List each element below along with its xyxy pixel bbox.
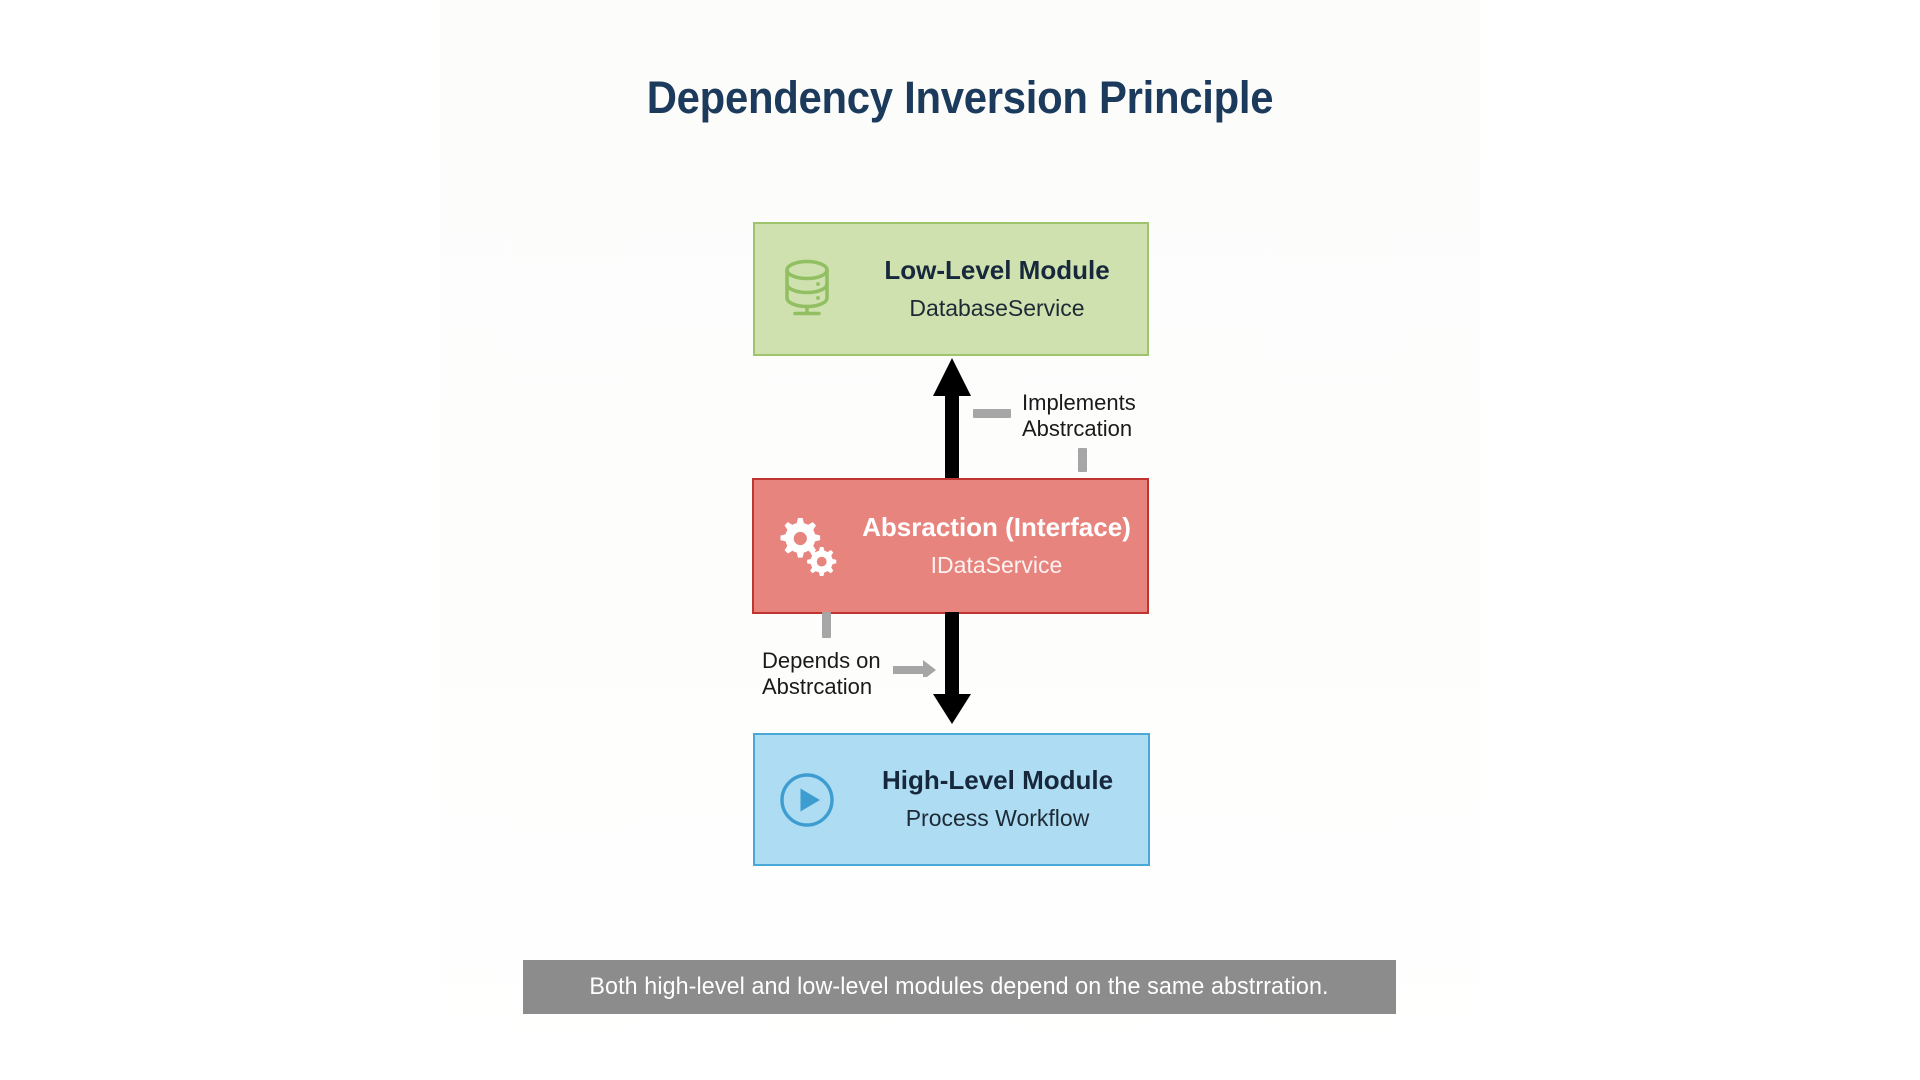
gears-icon [754, 480, 858, 612]
abstraction-interface-box[interactable]: Absraction (Interface) IDataService [752, 478, 1149, 614]
low-level-module-title: Low-Level Module [884, 254, 1110, 285]
abstraction-interface-title: Absraction (Interface) [862, 511, 1131, 542]
decoration-mark-2 [1078, 448, 1087, 472]
decoration-mark-3 [822, 612, 831, 638]
play-circle-icon [755, 735, 859, 864]
caption-bar: Both high-level and low-level modules de… [523, 960, 1396, 1014]
high-level-module-text: High-Level Module Process Workflow [859, 765, 1148, 832]
high-level-module-title: High-Level Module [881, 765, 1114, 796]
high-level-module-subtitle: Process Workflow [905, 805, 1090, 832]
low-level-module-subtitle: DatabaseService [909, 294, 1085, 321]
abstraction-interface-subtitle: IDataService [930, 551, 1063, 578]
abstraction-interface-text: Absraction (Interface) IDataService [858, 511, 1147, 579]
database-icon [755, 224, 859, 354]
low-level-module-text: Low-Level Module DatabaseService [859, 254, 1147, 322]
low-level-module-box[interactable]: Low-Level Module DatabaseService [753, 222, 1149, 356]
depends-pointer-icon [893, 660, 936, 677]
depends-on-abstraction-label: Depends on Abstrcation [762, 648, 881, 699]
implements-abstraction-label: Implements Abstrcation [1022, 390, 1136, 441]
implements-arrow [933, 358, 971, 480]
high-level-module-box[interactable]: High-Level Module Process Workflow [753, 733, 1150, 866]
page-title: Dependency Inversion Principle [646, 72, 1274, 123]
decoration-mark-1 [973, 409, 1011, 418]
depends-on-arrow [933, 612, 971, 724]
caption-text: Both high-level and low-level modules de… [589, 973, 1330, 1000]
